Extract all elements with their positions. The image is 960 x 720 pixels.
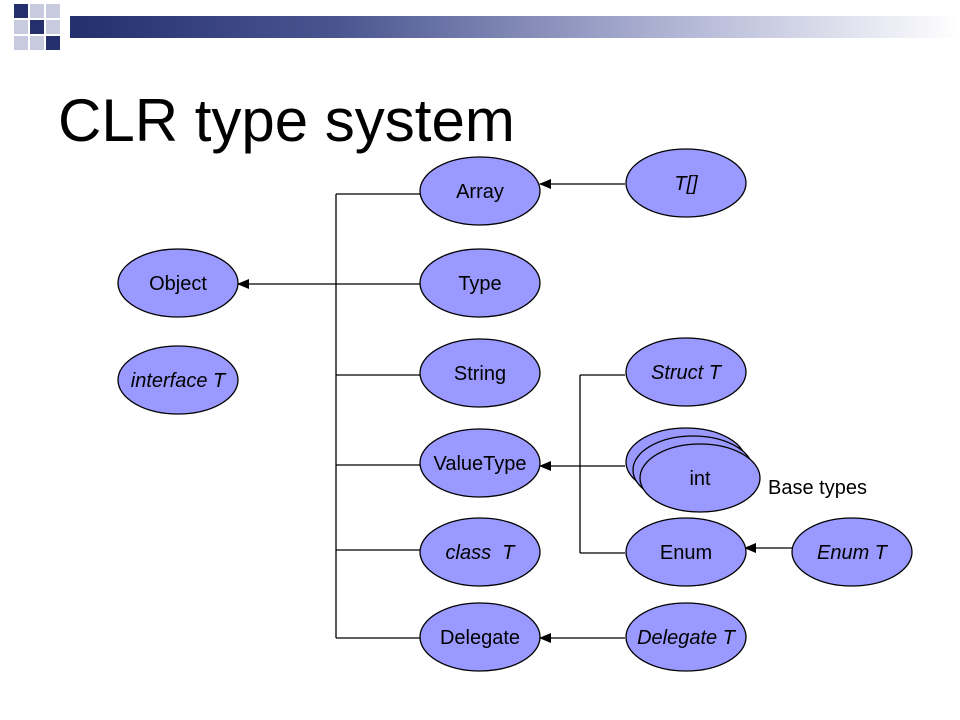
base-types-annotation: Base types — [768, 477, 867, 499]
node-struct-t — [625, 337, 747, 407]
corner-square-dark — [46, 36, 60, 50]
node-class-t — [419, 517, 541, 587]
corner-square-light — [46, 4, 60, 18]
node-interface-t-label: interface T — [131, 370, 227, 392]
corner-square-light — [30, 4, 44, 18]
node-object — [117, 248, 239, 318]
node-array-label: Array — [456, 181, 504, 203]
corner-square-light — [30, 36, 44, 50]
node-valuetype-label: ValueType — [433, 453, 526, 475]
connectors — [237, 179, 792, 643]
node-type — [419, 248, 541, 318]
node-int — [639, 443, 761, 513]
node-delegate — [419, 602, 541, 672]
node-valuetype — [419, 428, 541, 498]
node-t-array-label: T[] — [674, 173, 698, 195]
corner-square-dark — [30, 20, 44, 34]
node-struct-t-label: Struct T — [651, 362, 723, 384]
corner-square-light — [14, 20, 28, 34]
node-interface-t — [117, 345, 239, 415]
node-array — [419, 156, 541, 226]
corner-square-light — [46, 20, 60, 34]
node-enum-t — [791, 517, 913, 587]
corner-square-dark — [14, 4, 28, 18]
node-class-t-label: class T — [446, 542, 517, 564]
node-int-label: int — [689, 468, 711, 490]
node-enum — [625, 517, 747, 587]
node-object-label: Object — [149, 273, 207, 295]
node-delegate-t — [625, 602, 747, 672]
header-banner — [70, 16, 960, 38]
node-string-label: String — [454, 363, 506, 385]
node-delegate-t-label: Delegate T — [637, 627, 737, 649]
node-string — [419, 338, 541, 408]
node-t-array — [625, 148, 747, 218]
slide-title: CLR type system — [58, 87, 515, 154]
node-enum-label: Enum — [660, 542, 712, 564]
node-type-label: Type — [458, 273, 501, 295]
node-delegate-label: Delegate — [440, 627, 520, 649]
corner-square-light — [14, 36, 28, 50]
node-enum-t-label: Enum T — [817, 542, 889, 564]
